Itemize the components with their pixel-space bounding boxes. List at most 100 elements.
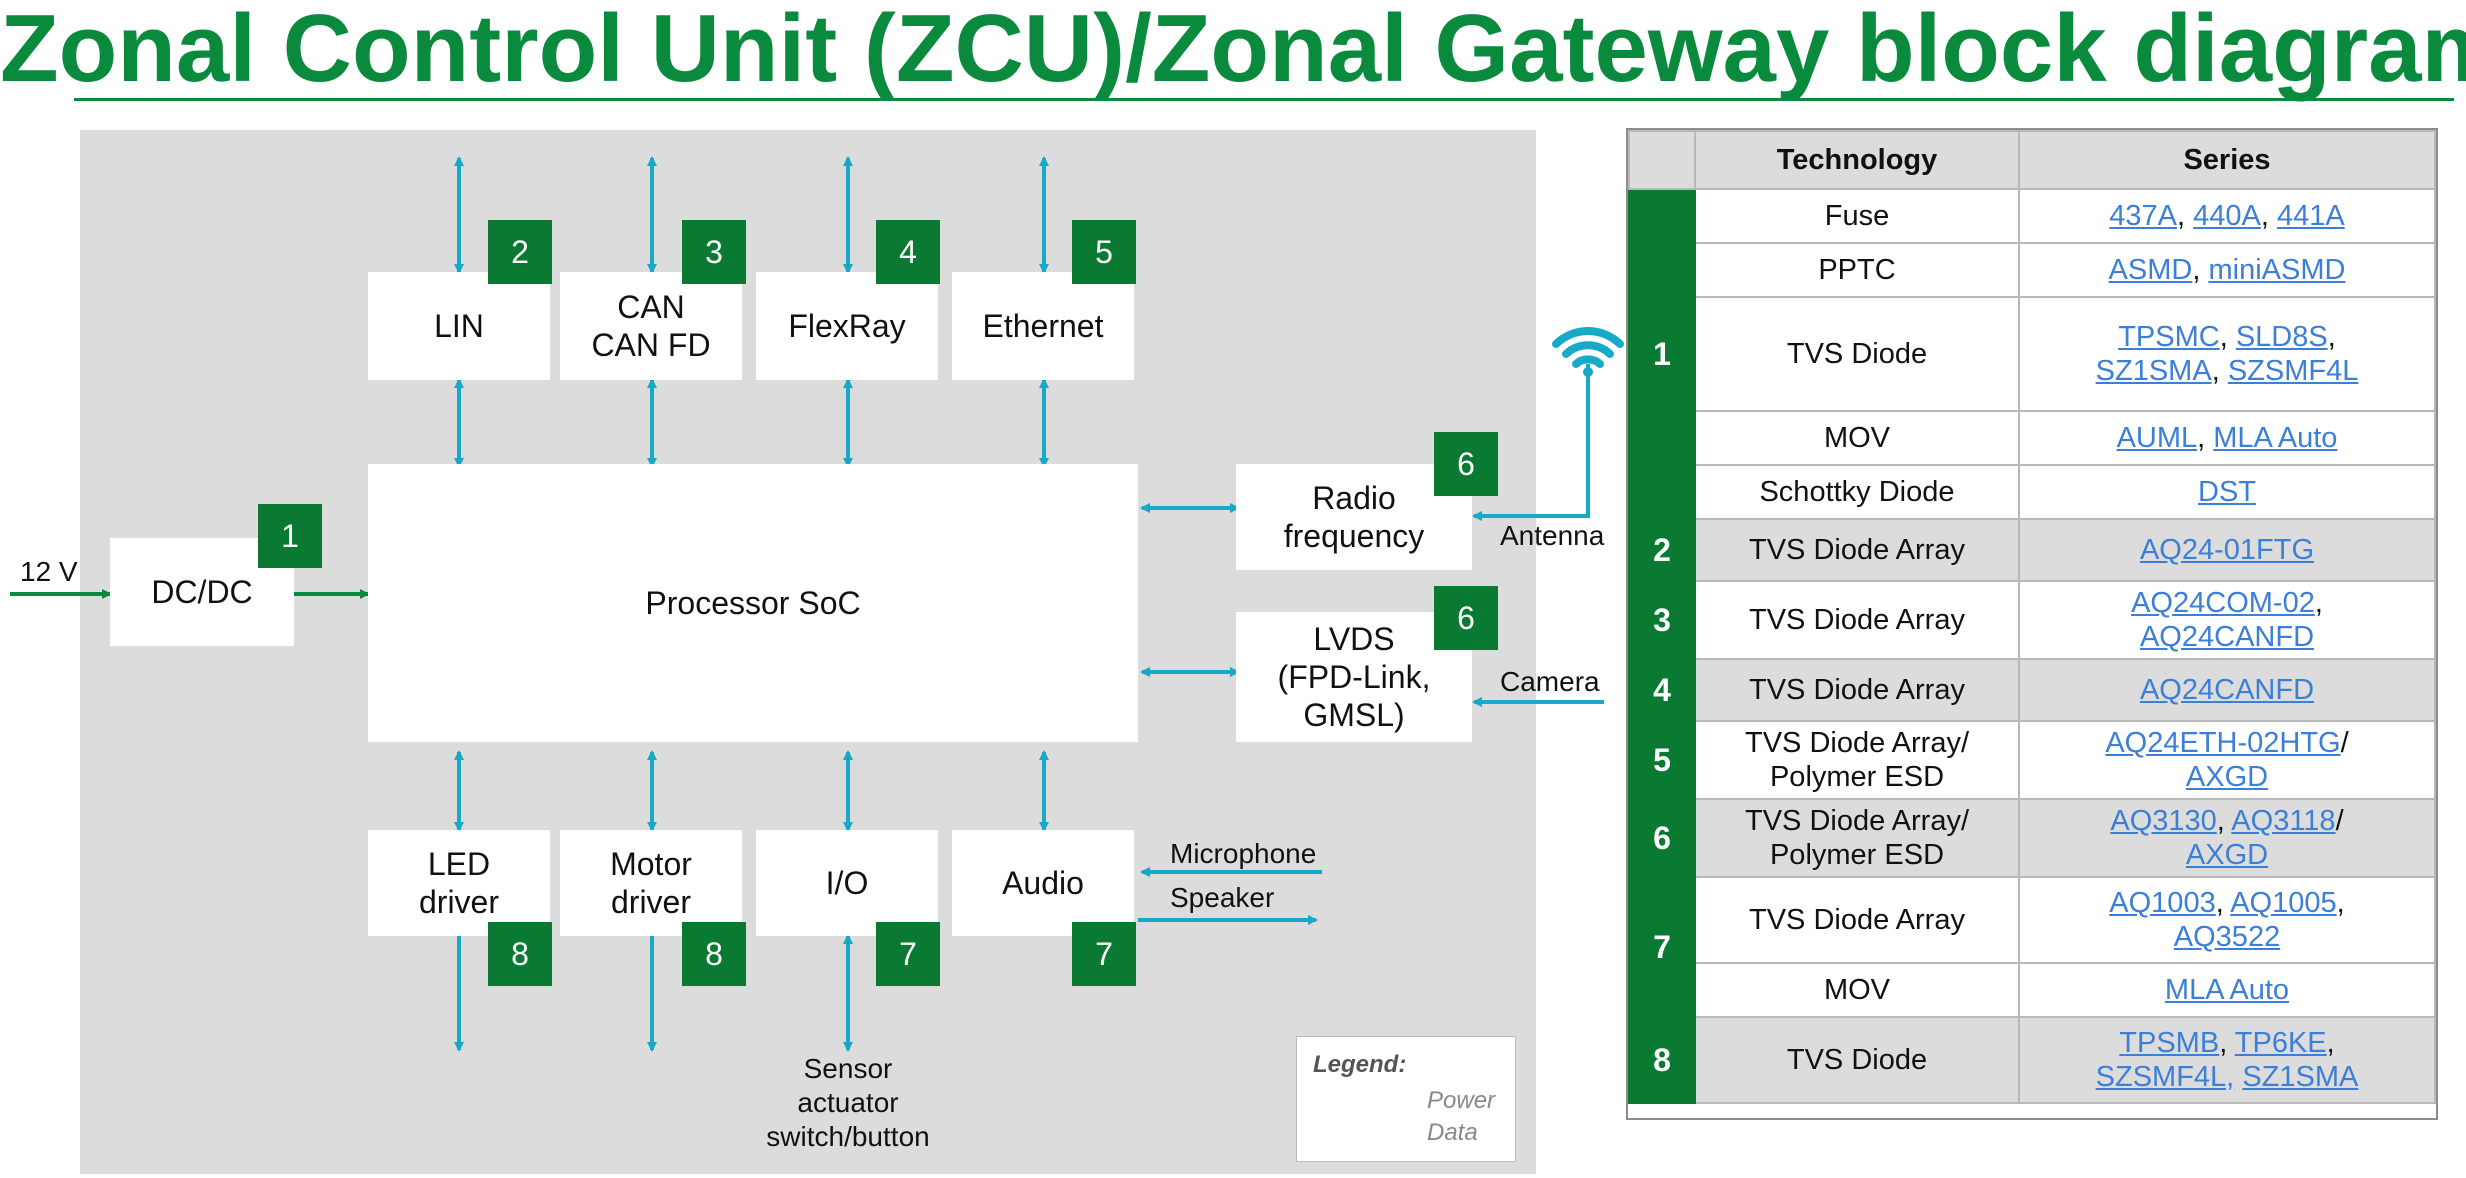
series-link[interactable]: AQ24CANFD (2139, 621, 2315, 653)
series-link[interactable]: miniASMD (2208, 254, 2346, 286)
table-header-technology: Technology (1694, 130, 2020, 190)
series-separator: , (2219, 321, 2236, 353)
series-link[interactable]: AQ24-01FTG (2139, 534, 2315, 566)
badge-flexray: 4 (876, 220, 940, 284)
wifi-icon (1552, 327, 1624, 377)
series-link[interactable]: DST (2198, 476, 2256, 508)
technology-cell: MOV (1694, 410, 2020, 466)
series-link[interactable]: SZSMF4L, (2095, 1061, 2235, 1093)
table-header-num (1628, 130, 1696, 190)
page-title: Zonal Control Unit (ZCU)/Zonal Gateway b… (0, 0, 2466, 102)
series-link[interactable]: AQ3522 (2173, 921, 2281, 953)
series-cell: TPSMC, SLD8S, SZ1SMA, SZSMF4L (2018, 296, 2436, 412)
series-cell: AQ24CANFD (2018, 658, 2436, 722)
group-number: 2 (1628, 518, 1696, 582)
series-link[interactable]: 441A (2276, 200, 2345, 232)
series-link[interactable]: AUML (2116, 422, 2198, 454)
series-link[interactable]: AXGD (2185, 839, 2269, 871)
series-separator: , (2216, 805, 2232, 837)
group-number: 6 (1628, 798, 1696, 878)
badge-motor: 8 (682, 922, 746, 986)
series-link[interactable]: AQ24CANFD (2139, 674, 2315, 706)
series-cell: MLA Auto (2018, 962, 2436, 1018)
series-link[interactable]: AQ24ETH-02HTG (2105, 727, 2341, 759)
motor-driver-block: Motor driver (560, 830, 742, 936)
badge-radio: 6 (1434, 432, 1498, 496)
technology-cell: TVS Diode (1694, 1016, 2020, 1104)
lin-block: LIN (368, 272, 550, 380)
badge-lvds: 6 (1434, 586, 1498, 650)
legend-power-label: Power (1427, 1087, 1496, 1114)
series-separator: / (2335, 805, 2344, 837)
audio-block: Audio (952, 830, 1134, 936)
series-link[interactable]: TPSMB (2119, 1027, 2220, 1059)
series-cell: AUML, MLA Auto (2018, 410, 2436, 466)
technology-cell: PPTC (1694, 242, 2020, 298)
series-link[interactable]: SZSMF4L (2227, 355, 2359, 387)
series-link[interactable]: AQ1003 (2109, 887, 2216, 919)
series-cell: ASMD, miniASMD (2018, 242, 2436, 298)
series-link[interactable]: 440A (2193, 200, 2261, 232)
series-separator: , (2215, 887, 2231, 919)
series-link[interactable]: AQ3130 (2110, 805, 2217, 837)
group-number: 8 (1628, 1016, 1696, 1104)
series-link[interactable]: SZ1SMA (2242, 1061, 2359, 1093)
series-link[interactable]: MLA Auto (2164, 974, 2290, 1006)
series-cell: AQ24ETH-02HTG/ AXGD (2018, 720, 2436, 800)
technology-cell: TVS Diode (1694, 296, 2020, 412)
lvds-block: LVDS (FPD-Link, GMSL) (1236, 612, 1472, 742)
badge-dcdc: 1 (258, 504, 322, 568)
series-separator: , (2336, 887, 2345, 919)
input-12v-label: 12 V (20, 556, 78, 587)
series-link[interactable]: AXGD (2185, 761, 2269, 793)
legend: Legend: Power Data (1296, 1036, 1516, 1162)
series-link[interactable]: TPSMC (2118, 321, 2220, 353)
series-link[interactable]: AQ1005 (2230, 887, 2337, 919)
table-row: Schottky Diode DST (1629, 464, 2436, 520)
series-cell: AQ24-01FTG (2018, 518, 2436, 582)
series-separator: , (2219, 1027, 2235, 1059)
technology-cell: Fuse (1694, 188, 2020, 244)
series-link[interactable]: ASMD (2108, 254, 2193, 286)
series-link[interactable]: SLD8S (2235, 321, 2328, 353)
series-cell: TPSMB, TP6KE, SZSMF4L, SZ1SMA (2018, 1016, 2436, 1104)
badge-can: 3 (682, 220, 746, 284)
series-cell: AQ1003, AQ1005, AQ3522 (2018, 876, 2436, 964)
badge-led: 8 (488, 922, 552, 986)
series-separator: , (2260, 200, 2277, 232)
technology-cell: Schottky Diode (1694, 464, 2020, 520)
group-number: 7 (1628, 876, 1696, 1018)
series-cell: AQ3130, AQ3118/ AXGD (2018, 798, 2436, 878)
series-cell: DST (2018, 464, 2436, 520)
group-number: 3 (1628, 580, 1696, 660)
group-number: 4 (1628, 658, 1696, 722)
radio-frequency-block: Radio frequency (1236, 464, 1472, 570)
technology-cell: TVS Diode Array (1694, 518, 2020, 582)
series-link[interactable]: AQ24COM-02 (2131, 587, 2315, 619)
can-block: CAN CAN FD (560, 272, 742, 380)
series-link[interactable]: TP6KE (2234, 1027, 2327, 1059)
technology-cell: TVS Diode Array (1694, 580, 2020, 660)
microphone-label: Microphone (1170, 838, 1317, 869)
series-link[interactable]: SZ1SMA (2095, 355, 2212, 387)
legend-data-label: Data (1427, 1119, 1478, 1146)
legend-title: Legend: (1313, 1051, 1407, 1078)
series-cell: 437A, 440A, 441A (2018, 188, 2436, 244)
series-link[interactable]: 437A (2109, 200, 2177, 232)
ethernet-block: Ethernet (952, 272, 1134, 380)
series-separator: , (2314, 587, 2323, 619)
series-separator: , (2211, 355, 2228, 387)
series-link[interactable]: MLA Auto (2213, 422, 2338, 454)
series-link[interactable]: AQ3118 (2231, 805, 2336, 837)
